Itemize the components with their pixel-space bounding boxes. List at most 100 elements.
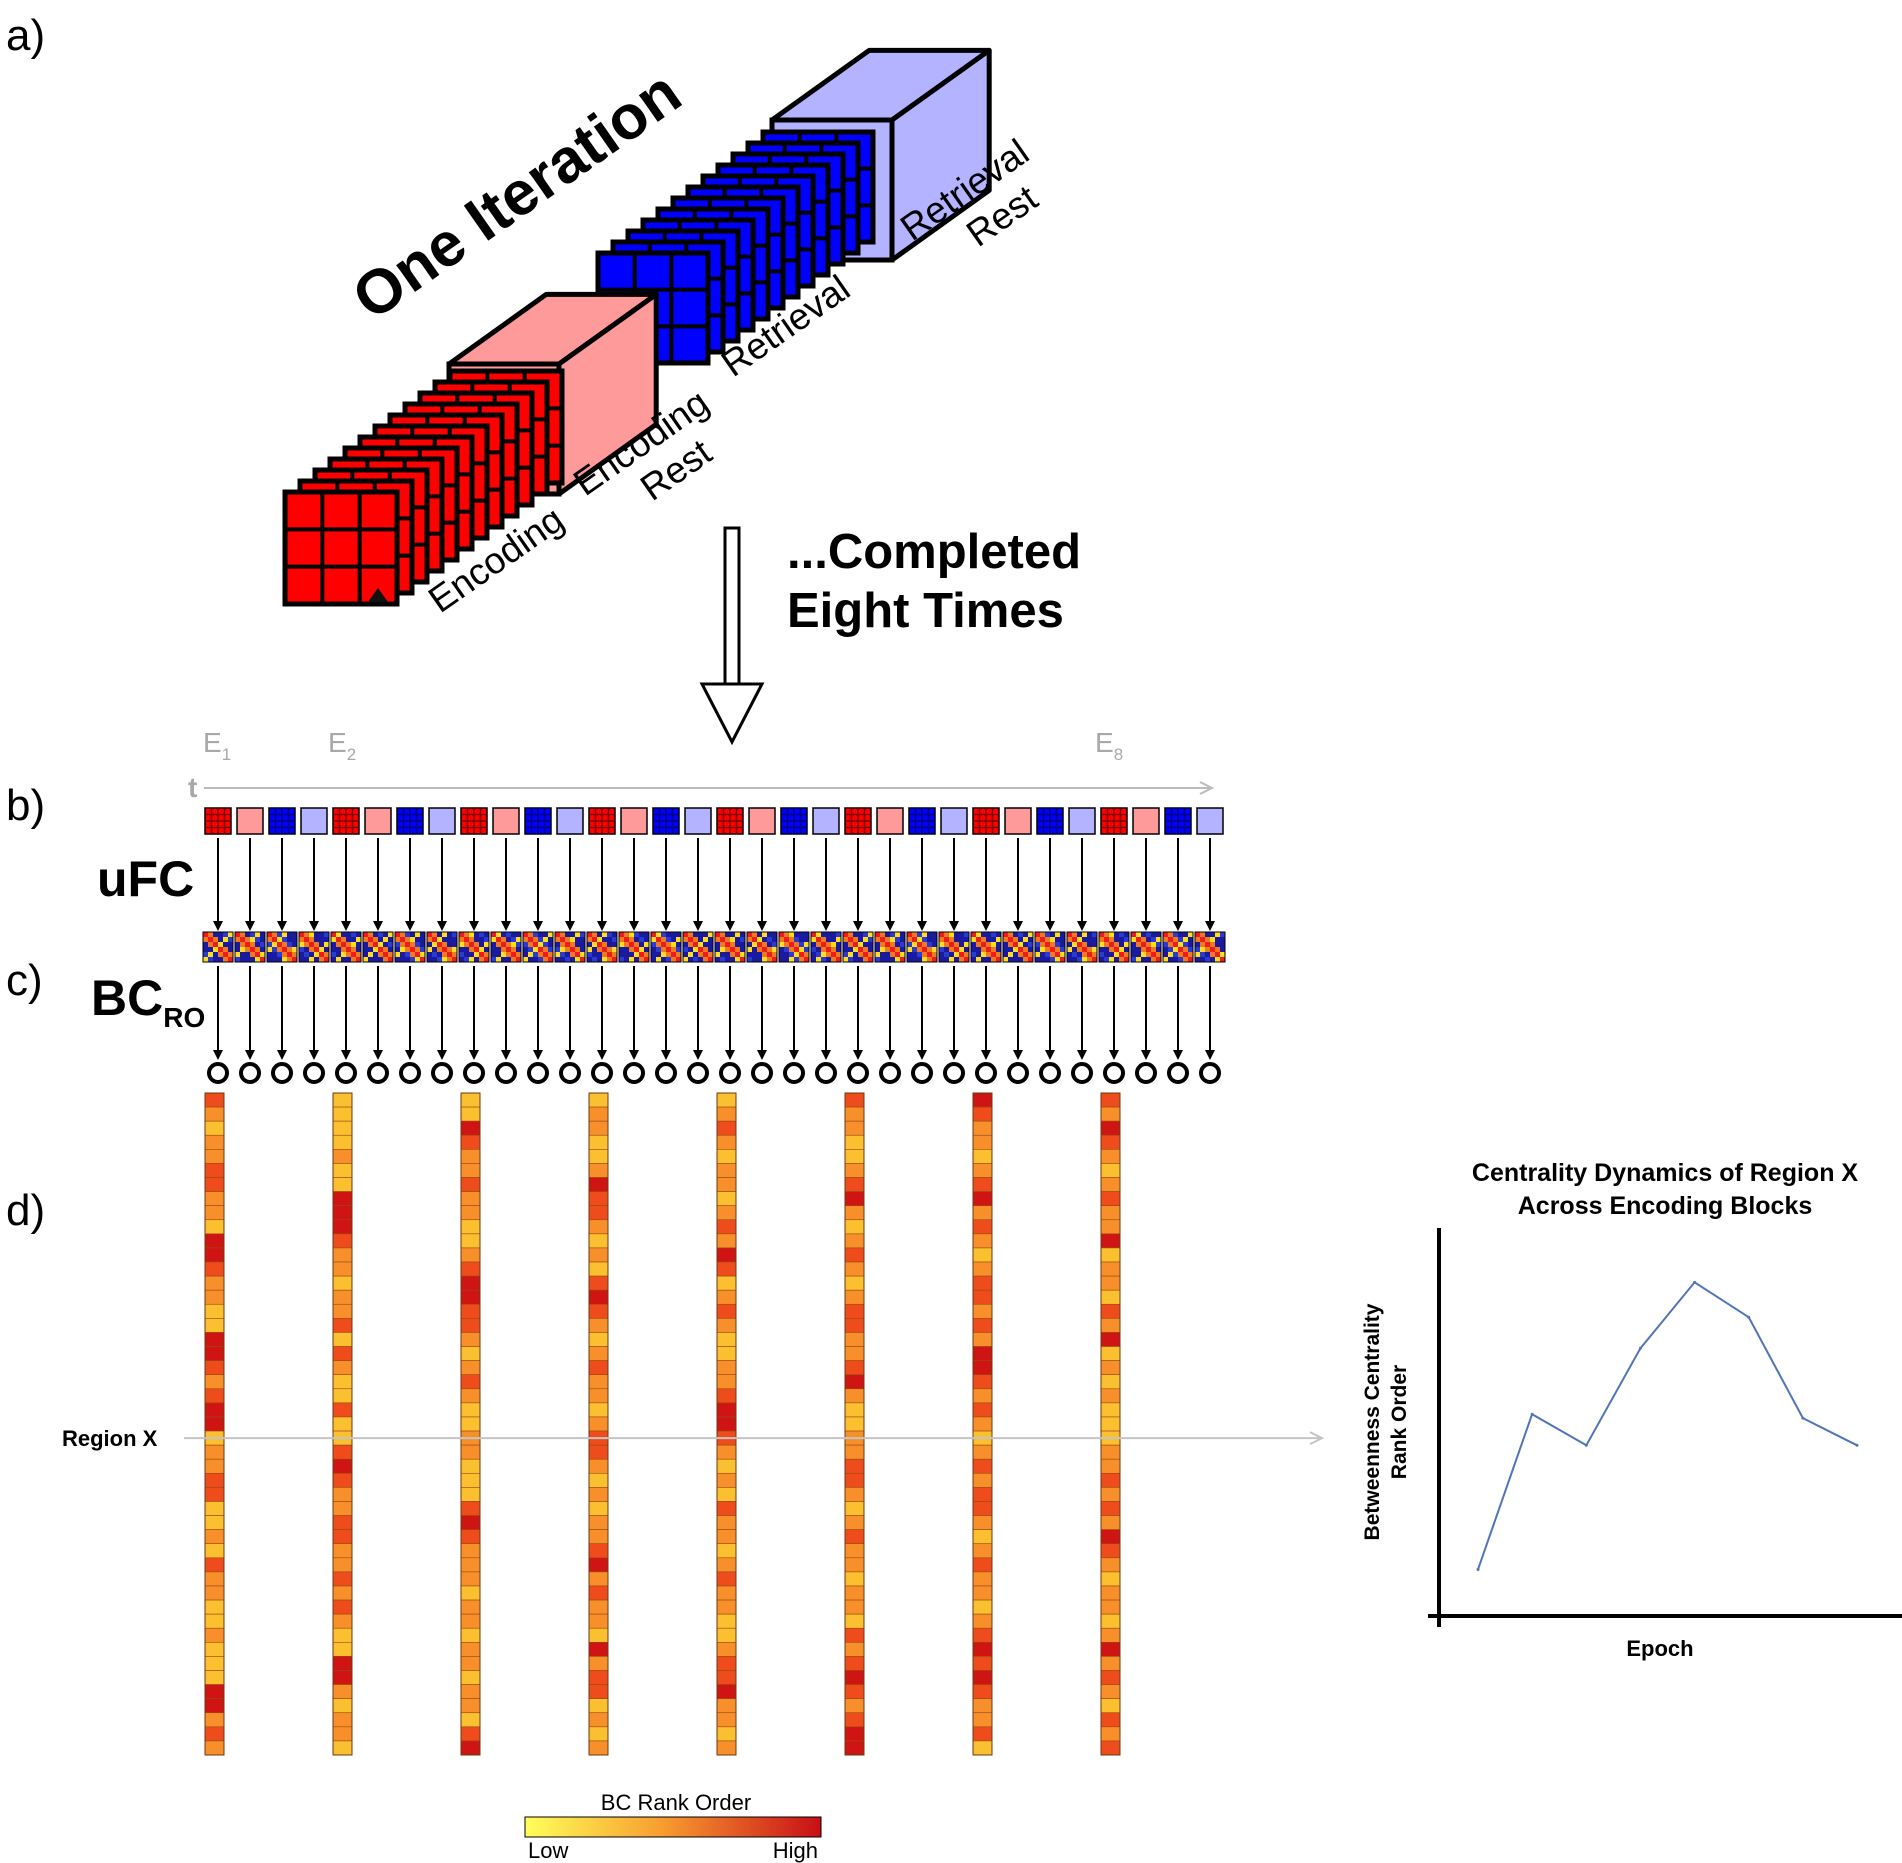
bc-rank-cell [588, 1261, 609, 1277]
sequence-block-retrieval_rest [556, 807, 584, 835]
bc-rank-cell [204, 1163, 225, 1178]
ufc-matrices [202, 931, 1226, 963]
bc-arrow [853, 966, 863, 1060]
sequence-block-retrieval [524, 807, 552, 835]
bc-rank-cell [716, 1515, 737, 1530]
sequence-block-retrieval [908, 807, 936, 835]
bc-rank-cell [972, 1149, 993, 1164]
bc-rank-cell [332, 1332, 353, 1347]
bc-rank-column-e1 [204, 1092, 225, 1756]
bc-rank-cell [332, 1529, 353, 1545]
bc-rank-cell [1100, 1529, 1121, 1545]
bc-rank-cell [716, 1275, 737, 1291]
bc-rank-cell [1100, 1684, 1121, 1699]
ufc-matrix [1066, 931, 1098, 963]
bc-rank-cell [204, 1472, 225, 1488]
bc-rank-cell [972, 1585, 993, 1601]
bc-rank-cell [972, 1346, 993, 1361]
bc-rank-cell [588, 1346, 609, 1361]
bc-node [399, 1062, 421, 1084]
ufc-matrix [490, 931, 522, 963]
bc-rank-cell [460, 1106, 481, 1122]
repeat-note-line1: ...Completed [787, 525, 1081, 579]
bc-node [943, 1062, 965, 1084]
bc-rank-cell [588, 1529, 609, 1545]
bc-rank-column-e8 [1100, 1092, 1121, 1756]
bc-arrow [693, 966, 703, 1060]
bc-rank-cell [844, 1219, 865, 1235]
bc-rank-cell [1100, 1698, 1121, 1714]
bc-rank-cell [716, 1233, 737, 1249]
ufc-arrow [1077, 838, 1087, 931]
sequence-block-retrieval_rest [300, 807, 328, 835]
bc-rank-cell [332, 1219, 353, 1235]
bc-rank-cell [844, 1303, 865, 1319]
bc-rank-cell [972, 1303, 993, 1319]
bc-rank-cell [972, 1388, 993, 1404]
bc-rank-cell [1100, 1275, 1121, 1291]
bc-rank-cell [844, 1670, 865, 1685]
bc-rank-cell [588, 1740, 609, 1756]
bc-rank-cell [1100, 1613, 1121, 1629]
bc-rank-cell [972, 1106, 993, 1122]
sequence-block-retrieval [396, 807, 424, 835]
bc-rank-cell [204, 1233, 225, 1249]
chart-x-label: Epoch [1626, 1636, 1693, 1661]
bc-rank-cell [972, 1698, 993, 1714]
bc-arrow [213, 966, 223, 1060]
bc-rank-cell [716, 1318, 737, 1333]
bc-rank-cell [332, 1275, 353, 1291]
bc-rank-cell [588, 1543, 609, 1559]
sequence-block-encoding_rest [364, 807, 392, 835]
bc-node [1199, 1062, 1221, 1084]
sequence-block-retrieval_rest [1068, 807, 1096, 835]
ufc-arrow [757, 838, 767, 931]
ufc-matrix [810, 931, 842, 963]
bc-arrows [213, 966, 1215, 1060]
bc-rank-cell [716, 1092, 737, 1108]
bc-rank-cell [972, 1458, 993, 1474]
block-sequence [204, 807, 1224, 835]
ufc-matrix [906, 931, 938, 963]
bc-arrow [309, 966, 319, 1060]
bc-rank-cell [588, 1698, 609, 1714]
ufc-arrow [533, 838, 543, 931]
bc-rank-cell [204, 1303, 225, 1319]
ufc-arrow [693, 838, 703, 931]
bc-rank-cell [716, 1444, 737, 1460]
bc-rank-cell [460, 1346, 481, 1361]
bc-rank-cell [844, 1289, 865, 1305]
bc-rank-cell [972, 1318, 993, 1333]
bc-rank-cell [844, 1656, 865, 1671]
sequence-block-encoding_rest [236, 807, 264, 835]
bc-rank-cell [204, 1416, 225, 1432]
ufc-arrow [597, 838, 607, 931]
sequence-block-retrieval_rest [940, 807, 968, 835]
bc-rank-cell [844, 1472, 865, 1488]
bc-rank-cell [1100, 1642, 1121, 1657]
bc-rank-cell [332, 1233, 353, 1249]
bc-rank-cell [460, 1698, 481, 1714]
bc-arrow [1205, 966, 1215, 1060]
bc-node [719, 1062, 741, 1084]
sequence-block-encoding_rest [1004, 807, 1032, 835]
ufc-matrix [1162, 931, 1194, 963]
repeat-arrow [699, 526, 765, 746]
bc-rank-cell [1100, 1416, 1121, 1432]
bc-rank-cell [1100, 1515, 1121, 1530]
bc-rank-cell [460, 1501, 481, 1516]
bc-arrow [533, 966, 543, 1060]
bc-rank-cell [588, 1642, 609, 1657]
bc-rank-cell [204, 1289, 225, 1305]
ufc-matrix [682, 931, 714, 963]
sequence-block-encoding [460, 807, 488, 835]
bc-node [1103, 1062, 1125, 1084]
ufc-arrow [885, 838, 895, 931]
bc-rank-cell [460, 1205, 481, 1221]
bc-rank-cell [204, 1219, 225, 1235]
bc-rank-cell [972, 1092, 993, 1108]
bc-rank-cell [204, 1627, 225, 1643]
bc-rank-cell [716, 1712, 737, 1728]
bc-rank-cell [1100, 1318, 1121, 1333]
bc-rank-cell [1100, 1247, 1121, 1263]
